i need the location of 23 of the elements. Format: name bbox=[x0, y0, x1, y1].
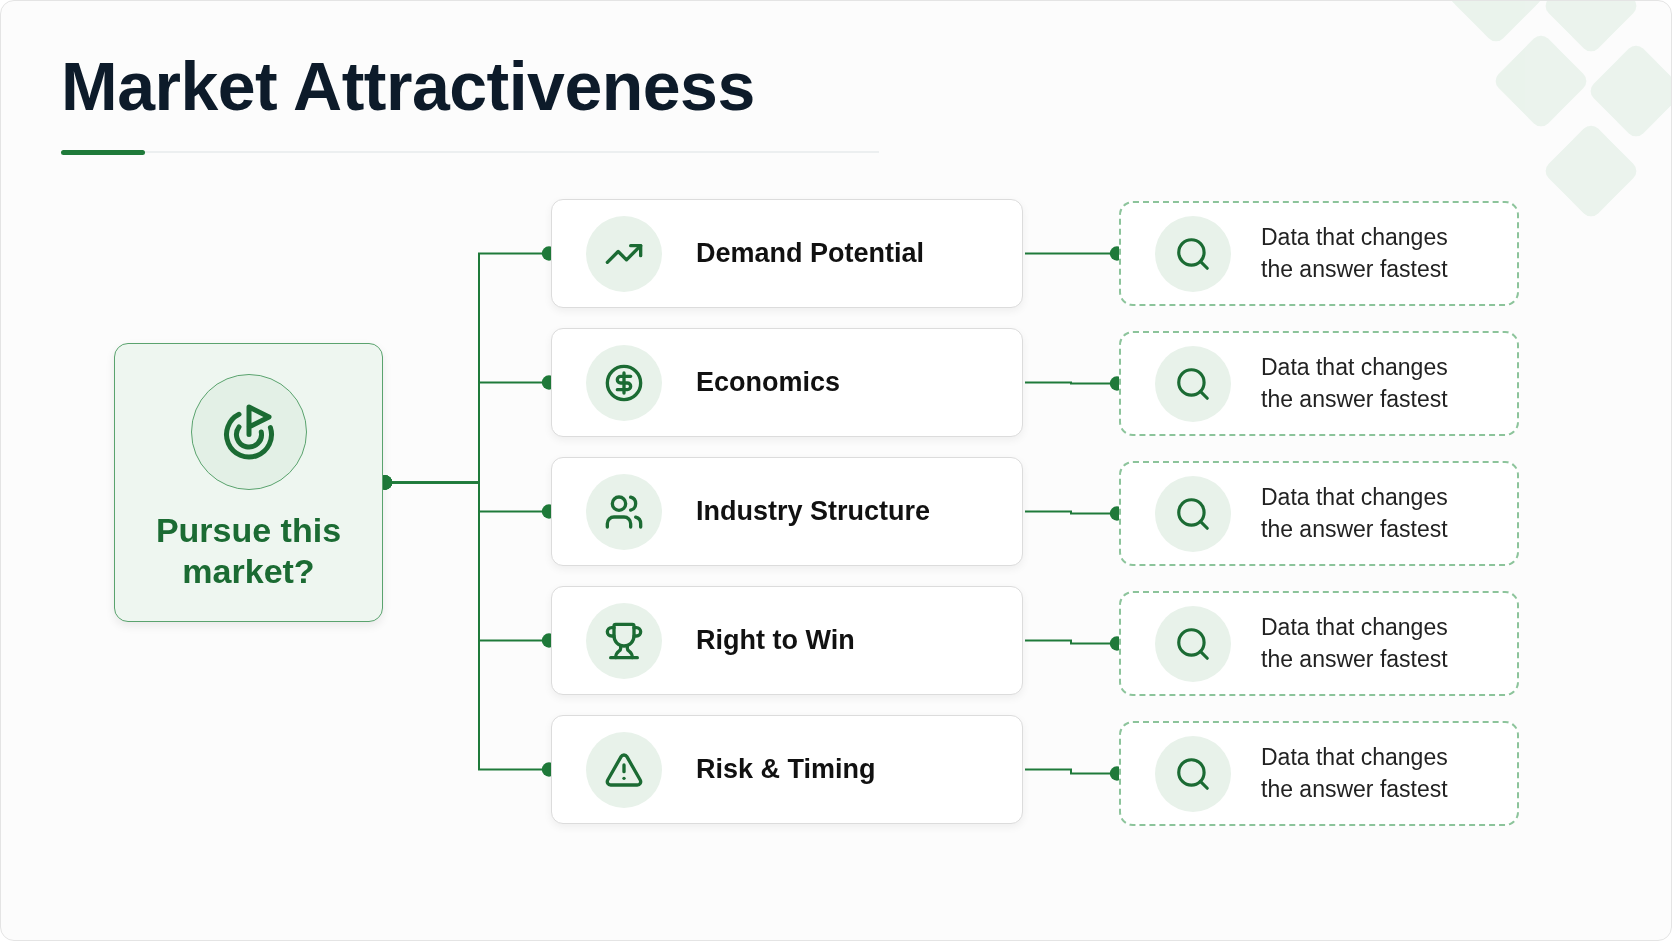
data-box bbox=[1119, 721, 1519, 826]
factor-label: Demand Potential bbox=[696, 238, 925, 269]
title: Market Attractiveness bbox=[61, 47, 755, 125]
factor-card bbox=[551, 586, 1023, 695]
data-box bbox=[1119, 461, 1519, 566]
factor-card bbox=[551, 715, 1023, 824]
factor-card bbox=[551, 328, 1023, 437]
factor-card bbox=[551, 457, 1023, 566]
decision-box bbox=[114, 343, 383, 622]
factor-label: Right to Win bbox=[696, 625, 855, 656]
factor-label: Risk & Timing bbox=[696, 754, 876, 785]
node-text: Data that changes the answer fastest bbox=[1261, 353, 1449, 414]
factor-label: Industry Structure bbox=[696, 496, 931, 527]
factor-card bbox=[551, 199, 1023, 308]
node-text: Data that changes the answer fastest bbox=[1261, 223, 1449, 284]
node-text: Data that changes the answer fastest bbox=[1261, 613, 1449, 674]
data-box bbox=[1119, 331, 1519, 436]
node-text: Data that changes the answer fastest bbox=[1261, 483, 1449, 544]
data-box bbox=[1119, 591, 1519, 696]
data-box bbox=[1119, 201, 1519, 306]
node-text: Data that changes the answer fastest bbox=[1261, 743, 1449, 804]
factor-label: Economics bbox=[696, 367, 841, 398]
node-text: Pursue this market? bbox=[154, 509, 343, 592]
